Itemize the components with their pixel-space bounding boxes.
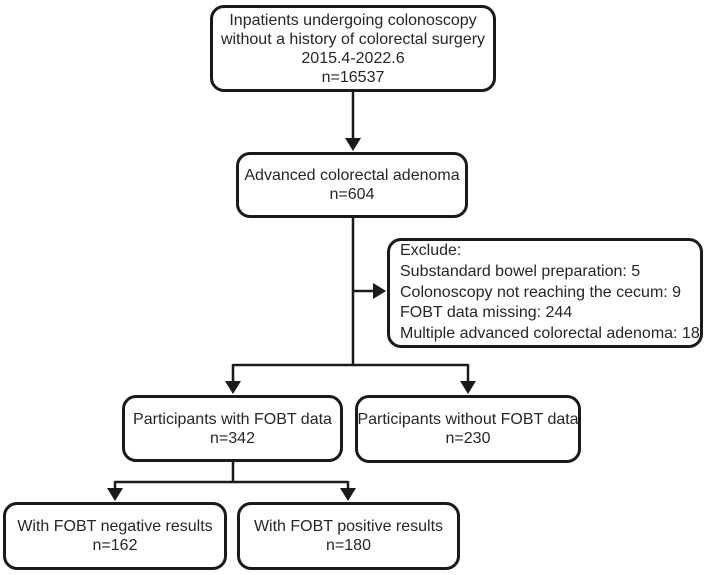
arrowhead-negative xyxy=(107,488,123,501)
node-with-fobt-data: Participants with FOBT data n=342 xyxy=(122,395,343,462)
node-fobt-positive: With FOBT positive results n=180 xyxy=(237,502,460,570)
node-exclude-item3: FOBT data missing: 244 xyxy=(400,304,573,322)
node-exclude-item1: Substandard bowel preparation: 5 xyxy=(400,262,641,280)
arrowhead-exclude xyxy=(373,283,386,299)
node-fobt-negative-count: n=162 xyxy=(92,537,138,554)
node-inpatients-line1: Inpatients undergoing colonoscopy xyxy=(229,11,477,29)
node-exclude-title: Exclude: xyxy=(400,242,462,259)
node-fobt-negative: With FOBT negative results n=162 xyxy=(3,502,227,570)
node-without-fobt-data-label: Participants without FOBT data xyxy=(357,411,579,428)
arrowhead-adenoma xyxy=(345,138,361,151)
arrowhead-with-fobt xyxy=(225,381,241,394)
node-exclude-item4: Multiple advanced colorectal adenoma: 18 xyxy=(400,325,700,343)
node-advanced-adenoma-count: n=604 xyxy=(329,186,375,203)
node-inpatients: Inpatients undergoing colonoscopy withou… xyxy=(210,5,496,92)
node-advanced-adenoma: Advanced colorectal adenoma n=604 xyxy=(236,152,468,218)
node-exclude: Exclude: Substandard bowel preparation: … xyxy=(387,238,703,348)
node-without-fobt-data: Participants without FOBT data n=230 xyxy=(355,395,581,463)
node-fobt-negative-label: With FOBT negative results xyxy=(17,518,213,535)
node-with-fobt-data-count: n=342 xyxy=(210,429,255,447)
arrowhead-without-fobt xyxy=(460,381,476,394)
node-fobt-positive-count: n=180 xyxy=(326,537,371,554)
arrowhead-positive xyxy=(340,488,356,501)
node-inpatients-count: n=16537 xyxy=(321,68,385,86)
node-fobt-positive-label: With FOBT positive results xyxy=(253,518,444,535)
node-advanced-adenoma-label: Advanced colorectal adenoma xyxy=(244,167,460,184)
node-inpatients-period: 2015.4-2022.6 xyxy=(301,49,405,67)
node-exclude-item2: Colonoscopy not reaching the cecum: 9 xyxy=(400,283,682,301)
node-without-fobt-data-count: n=230 xyxy=(445,430,491,447)
node-with-fobt-data-label: Participants with FOBT data xyxy=(133,410,332,428)
node-inpatients-line2: without a history of colorectal surgery xyxy=(220,30,486,48)
